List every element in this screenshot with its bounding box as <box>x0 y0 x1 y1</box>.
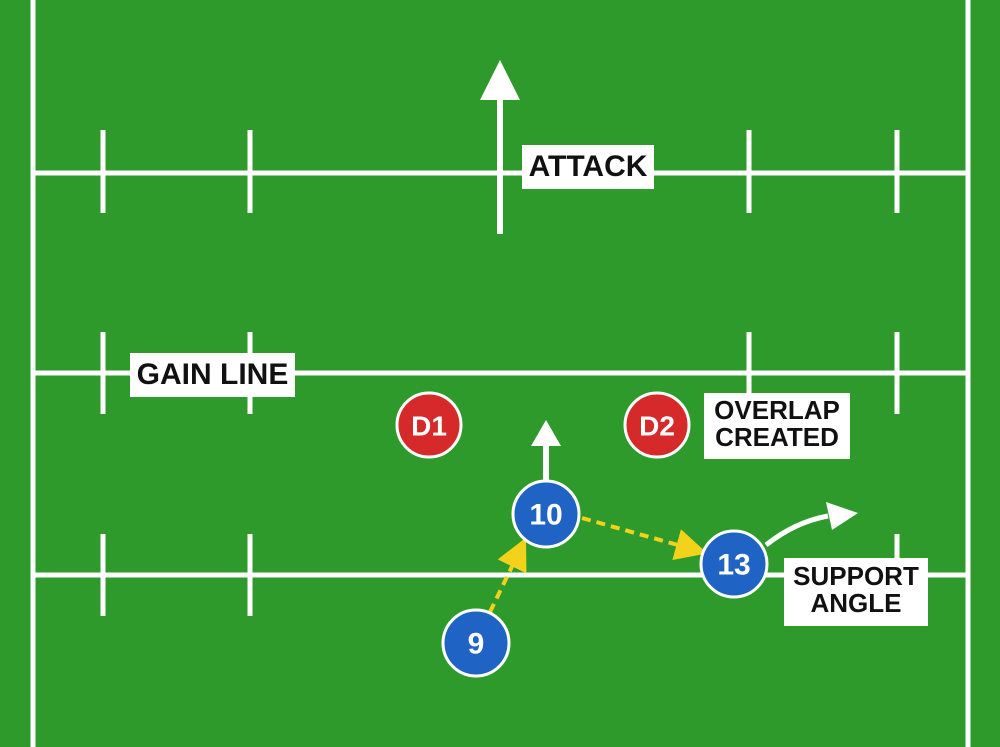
attack-arrow <box>480 60 520 234</box>
player-label: 13 <box>717 549 750 582</box>
player-label: D2 <box>639 411 675 442</box>
player-label: 9 <box>468 628 485 661</box>
support-label-line-2: ANGLE <box>810 588 902 619</box>
gain-line-label: GAIN LINE <box>130 353 295 397</box>
pass-9-to-10 <box>488 537 527 613</box>
attacker-13: 13 <box>699 529 769 599</box>
attack-label: ATTACK <box>522 145 654 189</box>
overlap-created-label: OVERLAP CREATED <box>704 393 850 459</box>
run-forward-arrow <box>531 420 561 482</box>
attacker-10: 10 <box>511 479 581 549</box>
pass-10-to-13 <box>581 516 708 561</box>
overlap-label-line-1: OVERLAP <box>714 395 840 425</box>
support-angle-label: SUPPORT ANGLE <box>784 558 928 626</box>
defender-d2: D2 <box>623 391 691 459</box>
attacker-9: 9 <box>441 608 511 678</box>
player-label: D1 <box>411 411 447 442</box>
pass-lines <box>488 516 708 613</box>
support-label-line-1: SUPPORT <box>793 561 919 591</box>
overlap-label-line-2: CREATED <box>715 422 839 453</box>
player-label: 10 <box>529 499 562 532</box>
support-arrow <box>764 502 858 547</box>
defender-d1: D1 <box>395 391 463 459</box>
